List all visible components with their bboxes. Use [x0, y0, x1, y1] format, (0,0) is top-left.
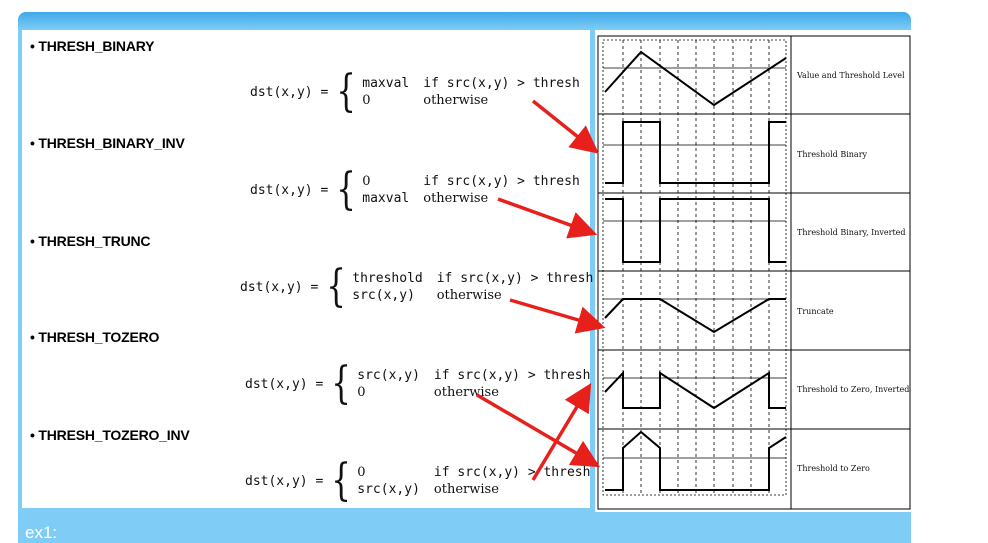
heading-thresh-binary: • THRESH_BINARY — [30, 38, 155, 54]
arrow-tozero-inv — [476, 393, 601, 468]
waveform-threshold-binary — [605, 121, 786, 184]
formula-thresh-tozero-inv: dst(x,y) = { 0 if src(x,y) > thresh src(… — [245, 455, 591, 506]
figure-frame — [597, 35, 911, 510]
label-threshold-binary: Threshold Binary — [797, 150, 868, 159]
case-condition: otherwise — [433, 385, 499, 400]
case-condition: if src(x,y) > thresh — [423, 174, 580, 189]
heading-thresh-tozero-inv: • THRESH_TOZERO_INV — [30, 427, 190, 443]
vertical-gridlines — [622, 40, 770, 495]
formula-lhs: dst(x,y) = — [250, 182, 329, 198]
heading-thresh-trunc: • THRESH_TRUNC — [30, 233, 151, 249]
brace: { — [336, 66, 357, 117]
arrow-trunc — [509, 298, 606, 334]
heading-thresh-tozero: • THRESH_TOZERO — [30, 329, 160, 345]
brace: { — [331, 455, 352, 506]
case-value: 0 — [357, 465, 366, 480]
case-value: 0 — [362, 93, 371, 108]
waveform-truncate — [604, 298, 786, 334]
waveform-value-threshold — [604, 50, 787, 107]
case-condition: if src(x,y) > thresh — [433, 465, 591, 480]
brace: { — [331, 358, 352, 409]
slide-topbar — [18, 12, 911, 30]
heading-thresh-binary-inv: • THRESH_BINARY_INV — [30, 135, 185, 151]
formula-lhs: dst(x,y) = — [245, 376, 324, 392]
formula-thresh-binary: dst(x,y) = { maxval if src(x,y) > thresh… — [250, 66, 580, 117]
formula-thresh-binary-inv: dst(x,y) = { 0 if src(x,y) > thresh maxv… — [250, 164, 580, 215]
case-condition: otherwise — [423, 191, 489, 206]
case-value: maxval — [362, 191, 410, 206]
arrow-tozero — [531, 382, 592, 481]
case-value: src(x,y) — [357, 368, 420, 383]
waveform-tozero-inv — [604, 370, 786, 410]
label-tozero-inv: Threshold to Zero, Inverted — [797, 385, 909, 394]
case-value: src(x,y) — [357, 482, 420, 497]
case-value: maxval — [362, 76, 410, 91]
threshold-lines — [603, 67, 786, 459]
formula-lhs: dst(x,y) = — [245, 473, 324, 489]
case-condition: if src(x,y) > thresh — [433, 368, 591, 383]
caption: ex1: — [25, 523, 58, 542]
case-value: 0 — [357, 385, 366, 400]
pointer-arrows — [476, 99, 606, 481]
case-condition: otherwise — [423, 93, 489, 108]
formula-thresh-trunc: dst(x,y) = { threshold if src(x,y) > thr… — [240, 261, 594, 312]
case-condition: if src(x,y) > thresh — [423, 76, 580, 91]
case-value: src(x,y) — [352, 288, 415, 303]
case-condition: if src(x,y) > thresh — [436, 271, 594, 286]
case-condition: otherwise — [436, 288, 502, 303]
formula-lhs: dst(x,y) = — [240, 279, 319, 295]
label-threshold-binary-inv: Threshold Binary, Inverted — [797, 228, 906, 237]
waveform-tozero — [605, 430, 787, 491]
case-value: 0 — [362, 174, 371, 189]
arrow-binary-inv — [497, 197, 598, 239]
formula-thresh-tozero: dst(x,y) = { src(x,y) if src(x,y) > thre… — [245, 358, 591, 409]
label-tozero: Threshold to Zero — [797, 464, 870, 473]
label-value-threshold: Value and Threshold Level — [796, 71, 905, 80]
waveforms — [604, 50, 787, 491]
waveform-threshold-binary-inv — [605, 198, 786, 263]
case-value: threshold — [352, 271, 423, 286]
arrow-binary — [531, 99, 599, 154]
case-condition: otherwise — [433, 482, 499, 497]
formula-panel — [22, 30, 590, 508]
brace: { — [336, 164, 357, 215]
dashed-box — [602, 39, 787, 496]
label-truncate: Truncate — [797, 307, 834, 316]
formula-lhs: dst(x,y) = — [250, 84, 329, 100]
brace: { — [326, 261, 347, 312]
